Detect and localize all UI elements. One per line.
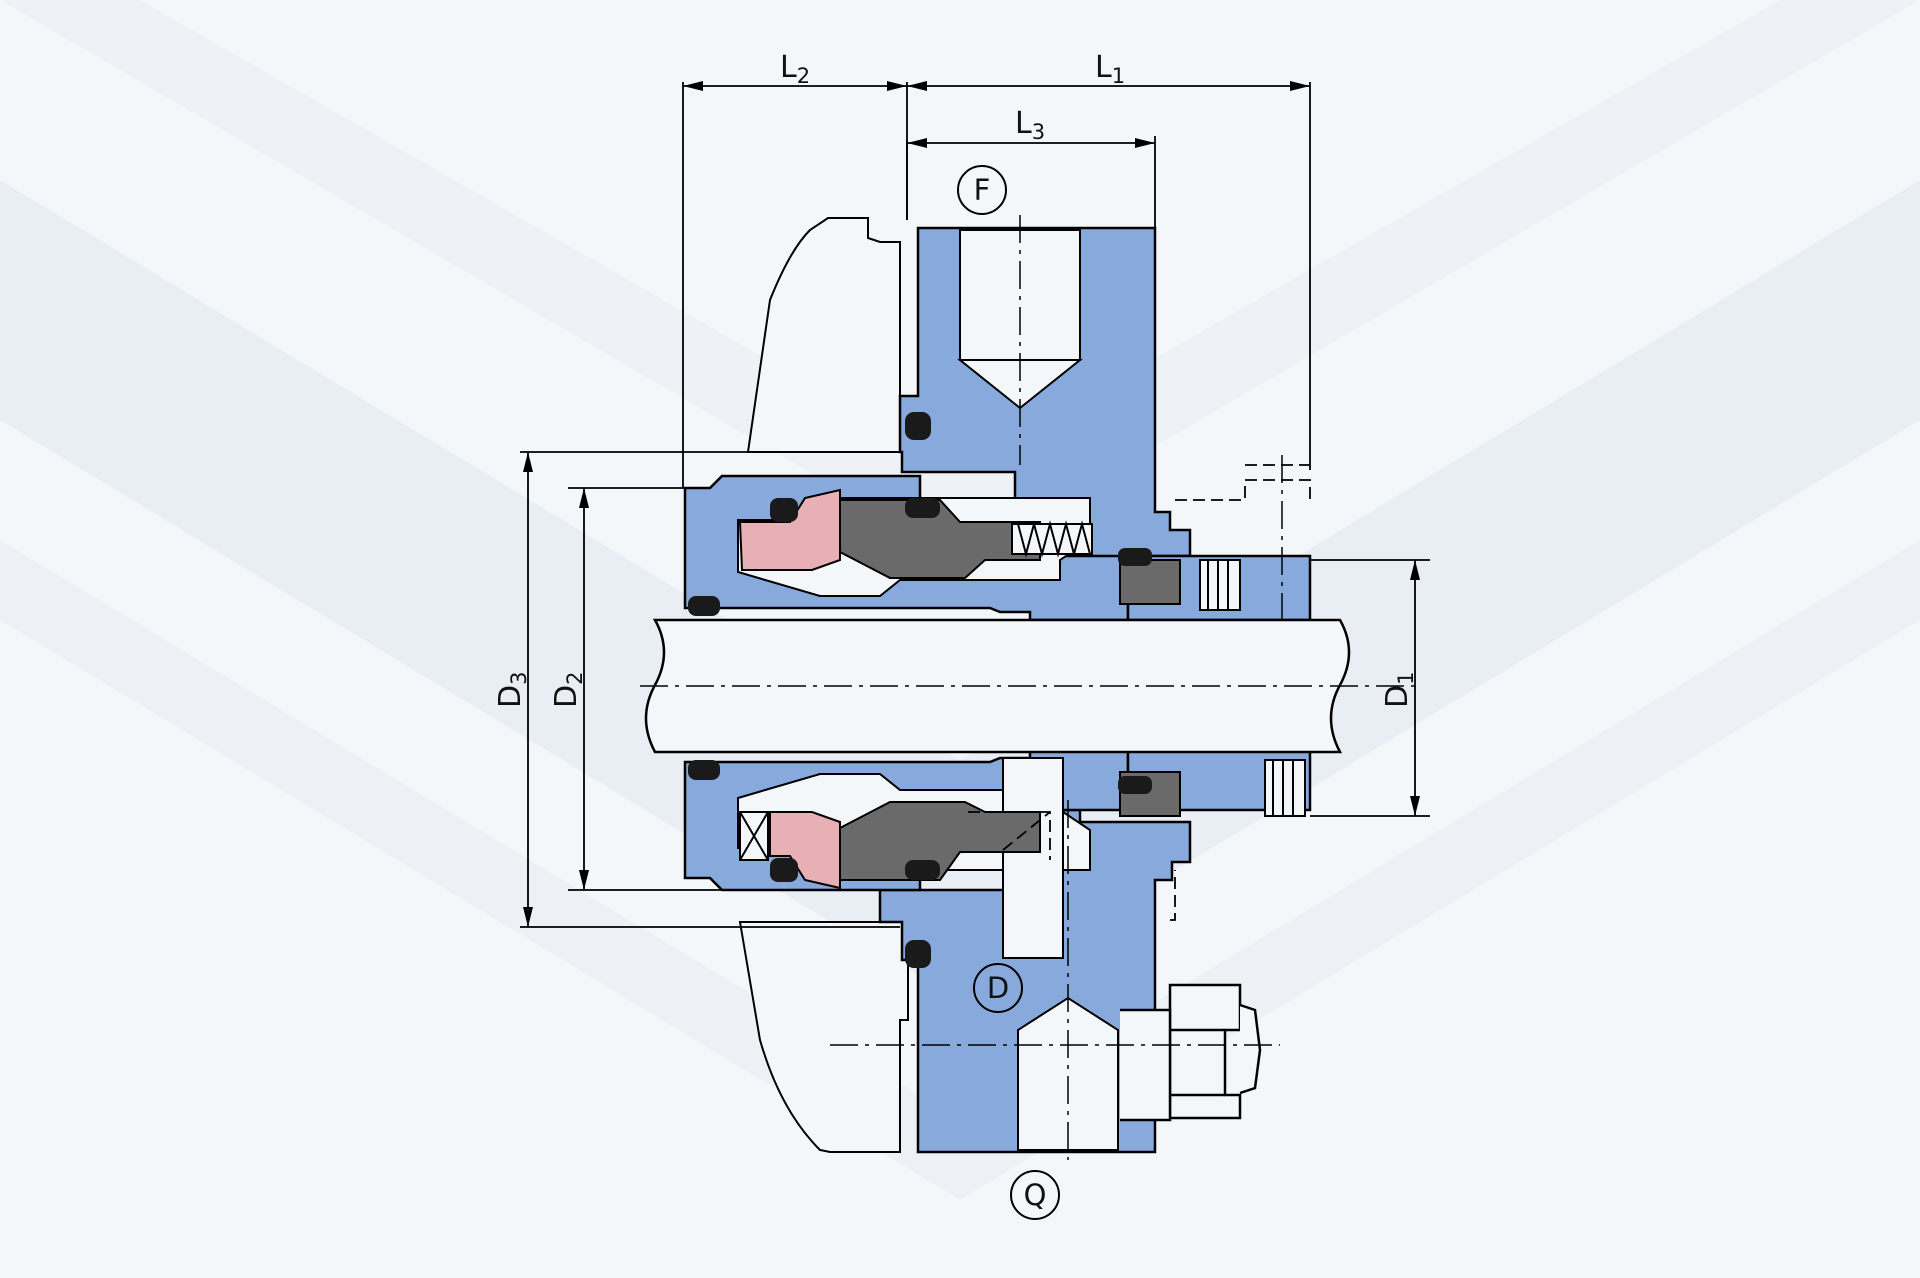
set-screws — [1199, 559, 1306, 817]
port-label-q: Q — [1010, 1170, 1060, 1220]
o-rings — [688, 412, 1152, 968]
label-d2: D2 — [549, 672, 587, 708]
seal-face — [738, 488, 841, 890]
dimension-arrows — [523, 81, 1420, 927]
port-label-d: D — [973, 963, 1023, 1013]
pump-casing — [738, 217, 909, 1153]
label-l2: L2 — [780, 50, 810, 88]
label-d3: D3 — [493, 672, 531, 708]
spring — [1011, 520, 1093, 558]
centerlines — [640, 215, 1420, 1160]
dimension-lines — [520, 82, 1430, 928]
drain-port — [1017, 996, 1119, 1151]
svg-text:D: D — [987, 971, 1009, 1005]
port-label-f: F — [957, 165, 1007, 215]
label-l3: L3 — [1015, 106, 1045, 144]
hidden-lines — [968, 464, 1311, 921]
svg-text:F: F — [974, 173, 991, 207]
hex-nut — [1120, 983, 1262, 1122]
label-l1: L1 — [1095, 50, 1125, 88]
label-d1: D1 — [1380, 672, 1418, 708]
packing — [739, 811, 769, 861]
svg-text:Q: Q — [1024, 1178, 1047, 1212]
